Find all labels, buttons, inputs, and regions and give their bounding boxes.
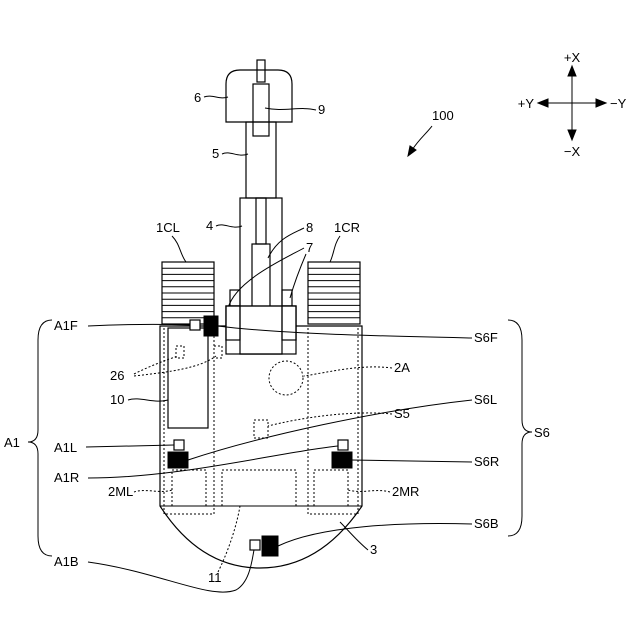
label-s5: S5 [394, 406, 410, 421]
cylinder-8 [252, 244, 270, 314]
label-2mr: 2MR [392, 484, 419, 499]
label-8: 8 [306, 220, 313, 235]
crawler-left [162, 262, 214, 324]
sensor-s6r-right [332, 452, 352, 468]
label-1cr: 1CR [334, 220, 360, 235]
label-2a: 2A [394, 360, 410, 375]
compass-left-arrow-icon [538, 99, 548, 107]
label-a1: A1 [4, 435, 20, 450]
machine-room-2ml [172, 470, 206, 506]
leader-7-left [228, 248, 304, 308]
label-a1l: A1L [54, 440, 77, 455]
label-2ml: 2ML [108, 484, 133, 499]
camera-a1r [338, 440, 348, 450]
leader-4 [216, 225, 242, 227]
figure-label: 100 [432, 108, 454, 123]
leader-10 [128, 399, 168, 401]
brace-s6 [508, 320, 532, 536]
label-a1f: A1F [54, 318, 78, 333]
label-26: 26 [110, 368, 124, 383]
label-a1r: A1R [54, 470, 79, 485]
leader-26-right [134, 356, 216, 376]
leader-2a [304, 367, 392, 376]
leader-9 [265, 108, 316, 110]
attachment-6 [226, 70, 292, 122]
label-s6: S6 [534, 425, 550, 440]
machine-room-2mr [314, 470, 348, 506]
leader-2mr [348, 490, 390, 492]
direction-compass: +X −X +Y −Y [518, 50, 627, 159]
compass-plus-y-label: +Y [518, 96, 535, 111]
leader-11 [218, 506, 240, 572]
leader-1cl [172, 236, 186, 262]
label-1cl: 1CL [156, 220, 180, 235]
figure-leader-arrow-icon [408, 146, 416, 156]
leader-a1r [88, 446, 338, 478]
cylinder-7-left-top [230, 290, 240, 306]
leader-a1l [86, 445, 174, 447]
figure-leader [412, 126, 432, 150]
leader-a1b [88, 550, 254, 592]
crawler-right-stripes [308, 268, 360, 318]
leader-s6r [352, 460, 472, 462]
compass-up-arrow-icon [568, 66, 576, 76]
sensor-s6f [204, 316, 218, 336]
label-s6b: S6B [474, 516, 499, 531]
sensor-s6b [262, 536, 278, 556]
machine-room-right-region [308, 326, 358, 514]
label-6: 6 [194, 90, 201, 105]
boom-inner-rod [256, 198, 266, 244]
label-7: 7 [306, 240, 313, 255]
camera-a1b [250, 540, 260, 550]
attachment-bucket [226, 60, 292, 136]
leader-7-right [290, 254, 306, 298]
label-4: 4 [206, 218, 213, 233]
upper-body-2a [269, 361, 303, 395]
sensor-s6r-left [168, 452, 188, 468]
compass-down-arrow-icon [568, 130, 576, 140]
compass-minus-x-label: −X [564, 144, 581, 159]
label-5: 5 [212, 146, 219, 161]
controller-10 [168, 328, 208, 428]
label-9: 9 [318, 102, 325, 117]
figure-reference: 100 [408, 108, 454, 156]
arm-5 [246, 122, 276, 198]
leader-5 [222, 153, 248, 155]
label-s6r: S6R [474, 454, 499, 469]
attachment-pin [257, 60, 265, 82]
leader-6 [204, 96, 228, 98]
label-3: 3 [370, 542, 377, 557]
leader-2ml [134, 490, 172, 492]
leader-s6l [188, 400, 472, 460]
leader-3 [340, 522, 368, 550]
part-26-left [176, 346, 184, 358]
camera-a1l [174, 440, 184, 450]
compass-right-arrow-icon [596, 99, 606, 107]
label-a1b: A1B [54, 554, 79, 569]
leader-8 [268, 228, 304, 258]
sensor-s5 [254, 420, 268, 438]
part-11 [222, 470, 296, 506]
cylinder-9 [253, 84, 269, 136]
leader-1cr [330, 236, 340, 262]
label-11: 11 [208, 570, 222, 585]
label-s6f: S6F [474, 330, 498, 345]
crawler-left-stripes [162, 268, 214, 318]
crawler-right [308, 262, 360, 324]
compass-minus-y-label: −Y [610, 96, 627, 111]
label-s6l: S6L [474, 392, 497, 407]
camera-a1f [190, 320, 200, 330]
compass-plus-x-label: +X [564, 50, 581, 65]
label-10: 10 [110, 392, 124, 407]
brace-a1 [28, 320, 52, 556]
